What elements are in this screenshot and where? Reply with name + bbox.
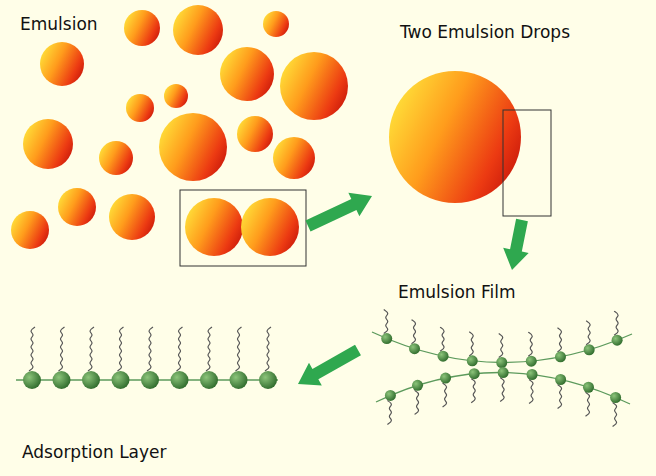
surfactant-tail <box>88 327 94 371</box>
surfactant-tail <box>586 321 590 345</box>
surfactant-head <box>412 380 423 391</box>
surfactant-tail <box>557 328 561 352</box>
surfactant-head <box>112 371 130 389</box>
figure-label: Two Emulsion Drops <box>400 22 570 42</box>
surfactant-head <box>171 371 189 389</box>
surfactant-head <box>584 344 595 355</box>
surfactant-tail <box>206 327 212 371</box>
surfactant-head <box>438 351 449 362</box>
surfactant-tail <box>59 327 65 371</box>
green-arrow <box>298 345 361 386</box>
green-arrow <box>305 193 372 232</box>
figure-label: Emulsion Film <box>398 282 516 302</box>
surfactant-tail <box>118 327 124 371</box>
figure-label: Adsorption Layer <box>22 442 167 462</box>
surfactant-tail <box>585 392 589 416</box>
selection-box <box>180 190 306 266</box>
adsorption-layer-drawing <box>16 327 278 389</box>
surfactant-tail <box>500 378 504 402</box>
green-arrow <box>503 219 528 270</box>
surfactant-tail <box>614 311 618 335</box>
surfactant-tail <box>29 327 35 371</box>
green-arrows <box>298 193 529 386</box>
surfactant-tail <box>440 327 444 351</box>
surfactant-head <box>469 368 480 379</box>
surfactant-tail <box>558 384 562 408</box>
surfactant-head <box>53 371 71 389</box>
surfactant-head <box>440 373 451 384</box>
surfactant-tail <box>529 379 533 403</box>
surfactant-head <box>467 355 478 366</box>
surfactant-head <box>200 371 218 389</box>
surfactant-tail <box>415 390 419 414</box>
selection-box <box>503 110 551 216</box>
surfactant-head <box>612 335 623 346</box>
surfactant-head <box>526 356 537 367</box>
surfactant-head <box>385 390 396 401</box>
surfactant-tail <box>613 402 617 426</box>
surfactant-head <box>527 369 538 380</box>
surfactant-head <box>259 371 277 389</box>
surfactant-head <box>82 371 100 389</box>
surfactant-head <box>555 351 566 362</box>
surfactant-head <box>23 371 41 389</box>
emulsion-film-drawing <box>372 310 632 427</box>
surfactant-tail <box>469 332 473 356</box>
surfactant-head <box>141 371 159 389</box>
surfactant-head <box>583 382 594 393</box>
surfactant-tail <box>147 327 153 371</box>
surfactant-head <box>409 343 420 354</box>
surfactant-tail <box>265 327 271 371</box>
surfactant-tail <box>412 320 416 344</box>
figure-label: Emulsion <box>20 14 98 34</box>
surfactant-head <box>230 371 248 389</box>
surfactant-tail <box>236 327 242 371</box>
surfactant-tail <box>384 310 388 334</box>
surfactant-tail <box>499 334 503 358</box>
surfactant-head <box>496 357 507 368</box>
surfactant-head <box>498 367 509 378</box>
surfactant-head <box>610 392 621 403</box>
surfactant-tail <box>387 400 391 424</box>
surfactant-head <box>555 374 566 385</box>
two-drops <box>389 71 551 216</box>
surfactant-tail <box>471 379 475 403</box>
surfactant-tail <box>177 327 183 371</box>
surfactant-tail <box>528 332 532 356</box>
surfactant-head <box>381 333 392 344</box>
surfactant-tail <box>443 383 447 407</box>
